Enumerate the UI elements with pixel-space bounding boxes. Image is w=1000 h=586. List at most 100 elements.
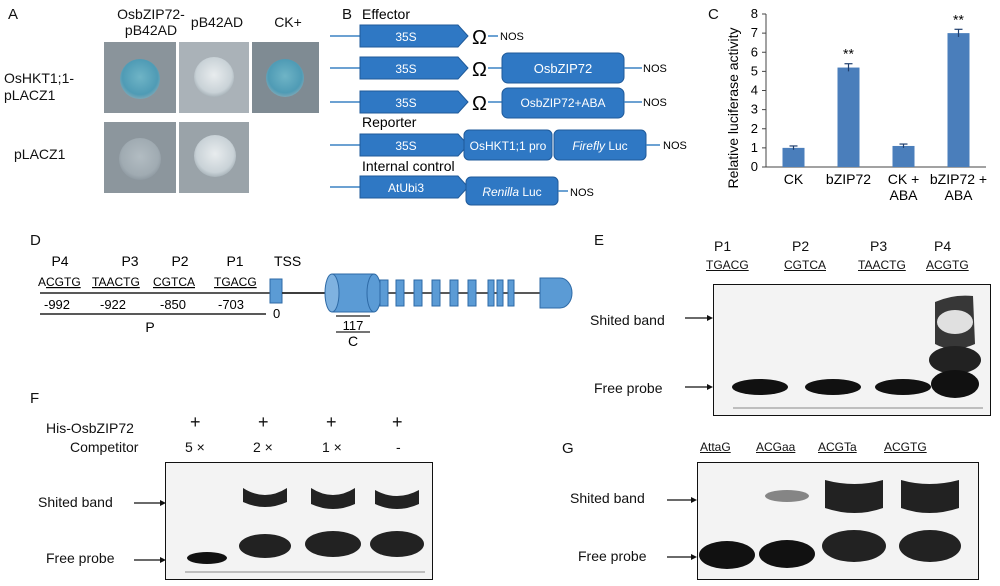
- panel-a-row1-label: OsHKT1;1- pLACZ1: [4, 70, 74, 104]
- site-pos-p1: -703: [218, 297, 244, 312]
- site-seq-p3: TAACTG: [92, 275, 140, 289]
- site-pos-p4: -992: [44, 297, 70, 312]
- lane-name-p3: P3: [870, 238, 888, 254]
- exon: [449, 279, 459, 307]
- shifted-band-lower: [370, 531, 424, 557]
- competitor-label: Competitor: [70, 439, 139, 455]
- c-label: C: [348, 333, 358, 348]
- atubi3-promoter: [359, 175, 469, 199]
- y-tick-label: 0: [751, 159, 758, 174]
- y-tick-label: 2: [751, 121, 758, 136]
- site-name-p4: P4: [51, 253, 68, 269]
- free-probe-band: [732, 379, 788, 395]
- panel-a-row2-label: pLACZ1: [14, 146, 66, 162]
- panel-e-free-label: Free probe: [594, 380, 663, 396]
- exon: [431, 279, 441, 307]
- gene-structure: P4 P3 P2 P1 TSS ACGTG TAACTG CGTCA TGACG…: [38, 253, 573, 348]
- osbzip72-cds-label: OsbZIP72: [534, 61, 593, 76]
- shifted-band-lower: [899, 530, 961, 562]
- shifted-band-lower: [929, 346, 981, 374]
- nos-terminator: NOS: [500, 31, 524, 43]
- arrow-head: [160, 557, 166, 563]
- lane-name-p4: P4: [934, 238, 952, 254]
- competitor-5x: 5 ×: [185, 439, 205, 455]
- exon: [507, 279, 515, 307]
- exon: [487, 279, 495, 307]
- osbzip72-aba-label: OsbZIP72+ABA: [520, 96, 605, 110]
- omega-element: Ω: [472, 59, 487, 81]
- plus-3: +: [326, 412, 337, 432]
- plus-4: +: [392, 412, 403, 432]
- x-tick-label: ABA: [889, 187, 918, 203]
- panel-f-free-label: Free probe: [46, 550, 115, 566]
- firefly-italic: Firefly: [572, 139, 606, 153]
- y-tick-label: 5: [751, 63, 758, 78]
- omega-element: Ω: [472, 93, 487, 115]
- free-probe-band: [875, 379, 931, 395]
- plus-1: +: [190, 412, 201, 432]
- shifted-band: [901, 480, 959, 513]
- promoter-35s: [359, 133, 469, 157]
- promoter-35s: [359, 24, 469, 48]
- firefly-luc-suffix: Luc: [605, 139, 628, 153]
- arrow-head: [691, 497, 697, 503]
- site-name-p3: P3: [121, 253, 138, 269]
- competitor-none: -: [396, 439, 401, 455]
- x-tick-label: bZIP72 +: [930, 171, 987, 187]
- site-name-p2: P2: [171, 253, 188, 269]
- shifted-band-faint: [765, 490, 809, 502]
- competitor-2x: 2 ×: [253, 439, 273, 455]
- free-probe-band: [805, 379, 861, 395]
- significance-label: **: [953, 11, 964, 27]
- x-tick-label: CK +: [888, 171, 920, 187]
- colony-blue-control: [266, 59, 304, 97]
- colony-white: [194, 57, 234, 97]
- panel-g-label: G: [562, 440, 574, 457]
- free-probe-band: [931, 370, 979, 398]
- tss-label: TSS: [274, 253, 301, 269]
- y-tick-label: 6: [751, 44, 758, 59]
- g-lane-2: ACGaa: [756, 440, 796, 454]
- shifted-band-lower: [305, 531, 361, 557]
- shifted-band: [311, 488, 355, 509]
- panel-g-arrows: [667, 497, 697, 560]
- panel-e-lane-headers: P1 TGACG P2 CGTCA P3 TAACTG P4 ACGTG: [700, 238, 990, 282]
- panel-f-label: F: [30, 390, 40, 407]
- panel-a-col1-header: OsbZIP72- pB42AD: [96, 6, 206, 38]
- colony-grey: [119, 138, 161, 180]
- lane-name-p1: P1: [714, 238, 732, 254]
- bar: [782, 147, 805, 167]
- panel-a-col2-header: pB42AD: [190, 14, 244, 30]
- promoter-35s-label: 35S: [395, 62, 416, 76]
- x-tick-label: bZIP72: [826, 171, 871, 187]
- bar: [947, 33, 970, 167]
- exon: [379, 279, 389, 307]
- his-osbzip72-label: His-OsbZIP72: [46, 420, 134, 436]
- reporter-label: Reporter: [362, 114, 417, 130]
- exon: [496, 279, 504, 307]
- lane-seq-p4: ACGTG: [926, 258, 969, 272]
- arrow-head: [691, 554, 697, 560]
- site-seq-p4-rest: CGTG: [46, 275, 81, 289]
- tss-position: 0: [273, 306, 280, 321]
- last-exon: [539, 277, 573, 309]
- significance-label: **: [843, 46, 854, 62]
- bar: [837, 67, 860, 167]
- emsa-gel-g: [697, 462, 979, 580]
- free-probe-band: [187, 552, 227, 564]
- x-tick-label: CK: [784, 171, 804, 187]
- promoter-35s-label: 35S: [395, 96, 416, 110]
- panel-g-free-label: Free probe: [578, 548, 647, 564]
- promoter-35s-label: 35S: [395, 139, 416, 153]
- promoter-35s: [359, 90, 469, 114]
- shifted-band-hollow: [937, 310, 973, 334]
- emsa-gel-e: [713, 284, 991, 416]
- y-tick-label: 4: [751, 83, 758, 98]
- site-pos-p3: -922: [100, 297, 126, 312]
- lane-name-p2: P2: [792, 238, 810, 254]
- g-lane-4: ACGTG: [884, 440, 927, 454]
- panel-d-label: D: [30, 232, 41, 249]
- y-tick-label: 7: [751, 25, 758, 40]
- y-tick-label: 1: [751, 140, 758, 155]
- lane-seq-p3: TAACTG: [858, 258, 906, 272]
